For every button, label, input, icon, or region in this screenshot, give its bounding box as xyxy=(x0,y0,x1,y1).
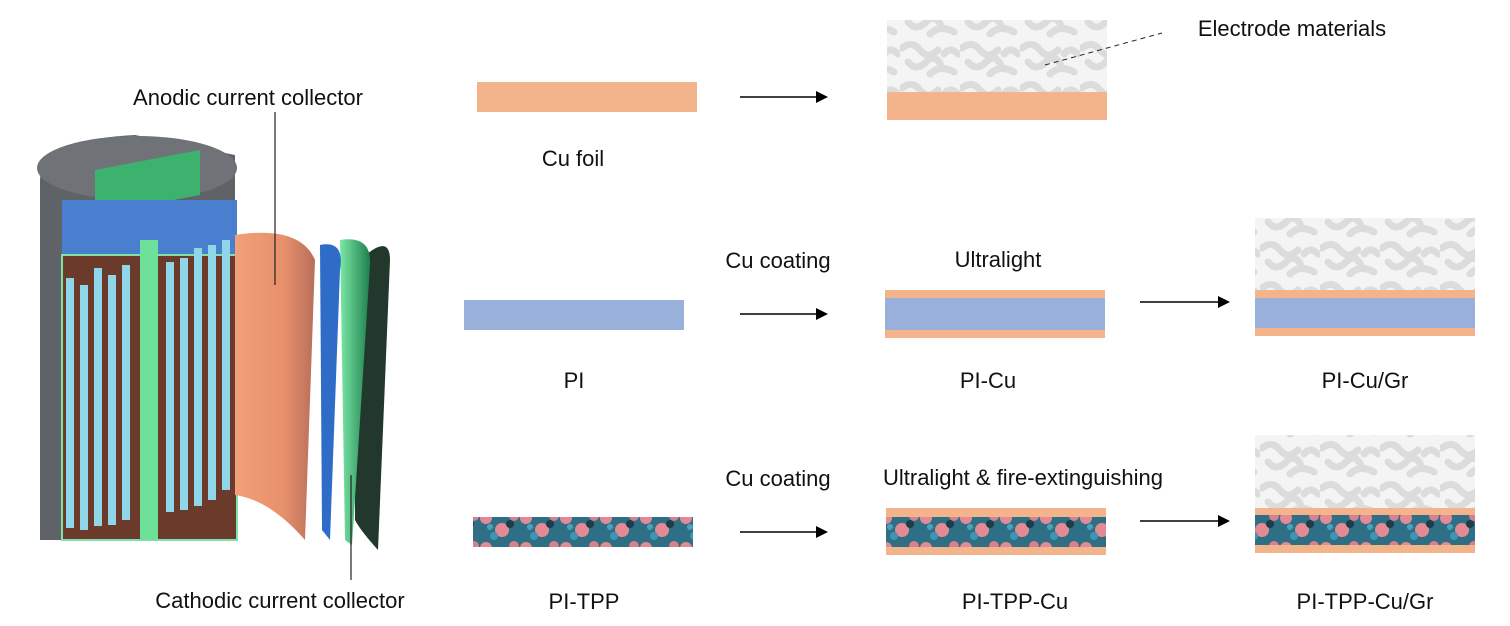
pi-tpp-label: PI-TPP xyxy=(549,589,620,614)
pi-cu-gr-label: PI-Cu/Gr xyxy=(1322,368,1409,393)
pi-tpp-bar xyxy=(473,517,693,547)
arrow-icon xyxy=(740,526,828,538)
cathode-label: Cathodic current collector xyxy=(155,588,404,613)
pi-cu-bar xyxy=(885,290,1105,338)
pi-cu-gr-bar xyxy=(1255,218,1475,336)
arrow-icon xyxy=(740,91,828,103)
pi-tpp-cu-gr-label: PI-TPP-Cu/Gr xyxy=(1297,589,1434,614)
arrow-icon xyxy=(1140,515,1230,527)
anode-label: Anodic current collector xyxy=(133,85,363,110)
cu-coating-label-2: Cu coating xyxy=(725,466,830,491)
electrode-materials-label: Electrode materials xyxy=(1198,16,1386,41)
cu-coating-label: Cu coating xyxy=(725,248,830,273)
cu-foil-label: Cu foil xyxy=(542,146,604,171)
pi-tpp-cu-bar xyxy=(886,508,1106,555)
pi-bar xyxy=(464,300,684,330)
arrow-icon xyxy=(1140,296,1230,308)
arrow-icon xyxy=(740,308,828,320)
pi-tpp-cu-gr-bar xyxy=(1255,435,1475,553)
cu-foil-electrode xyxy=(887,20,1107,120)
pi-cu-label: PI-Cu xyxy=(960,368,1016,393)
pi-label: PI xyxy=(564,368,585,393)
ultralight-label: Ultralight xyxy=(955,247,1042,272)
electrode-leader-line xyxy=(1044,32,1163,66)
ultralight-fire-extinguishing-label: Ultralight & fire-extinguishing xyxy=(883,465,1163,490)
cu-foil-bar xyxy=(477,82,697,112)
pi-tpp-cu-label: PI-TPP-Cu xyxy=(962,589,1068,614)
battery-cutaway-illustration xyxy=(37,135,390,550)
